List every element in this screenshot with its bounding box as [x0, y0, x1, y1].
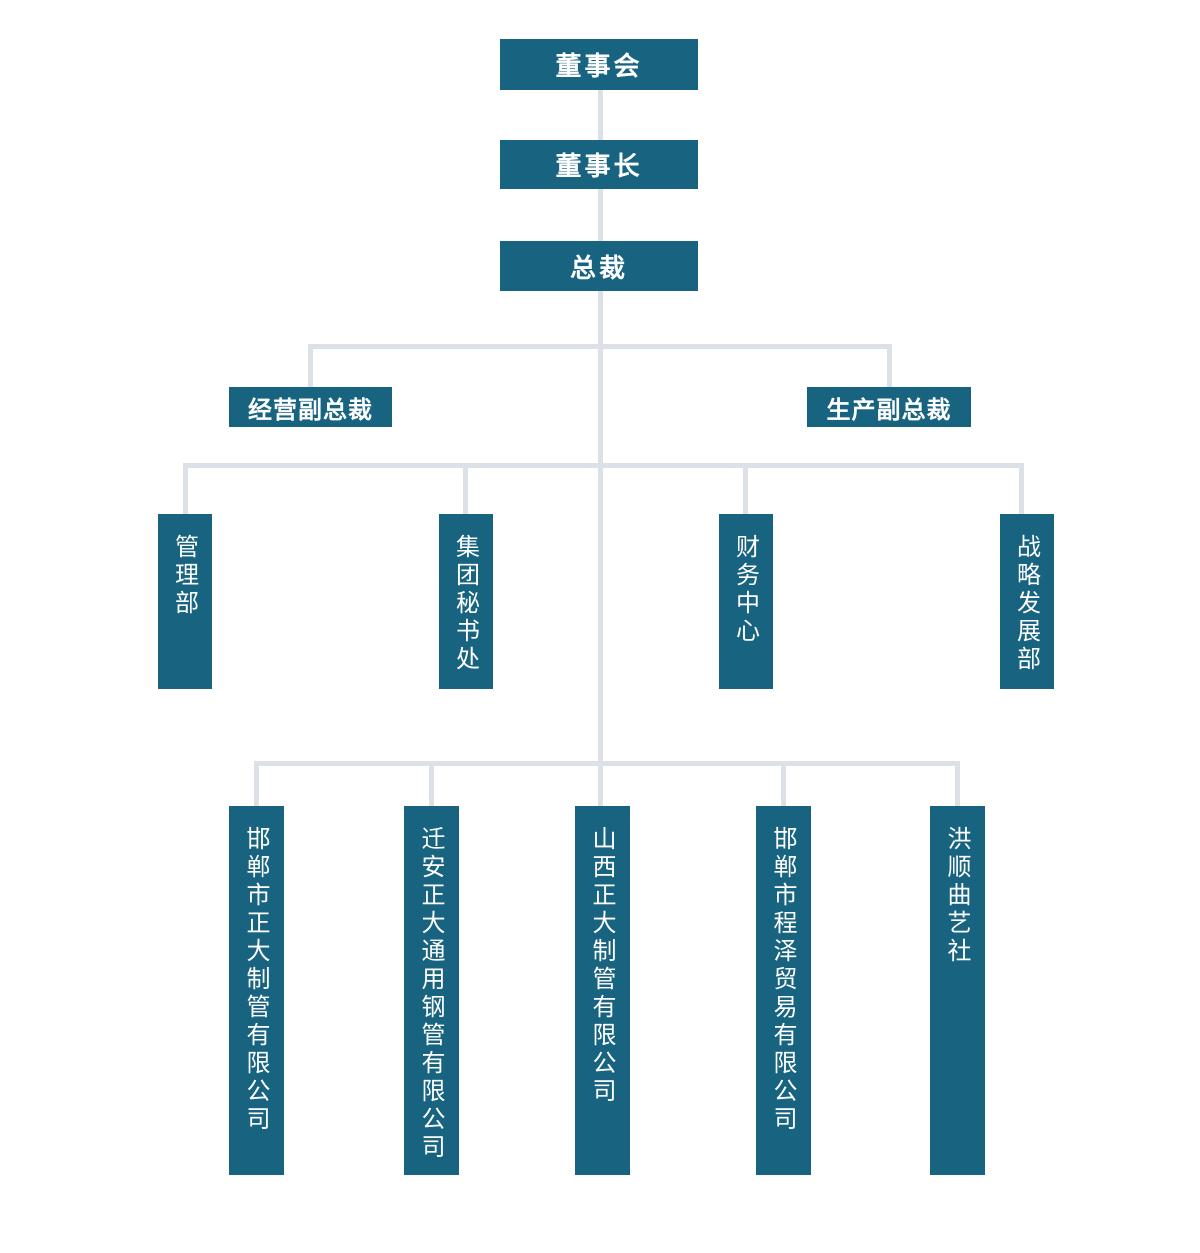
connector-hline-subsidiary-level — [254, 761, 960, 766]
connector-vline-dept-strategy — [1019, 463, 1024, 514]
connector-vline-chairman-president — [598, 189, 603, 241]
connector-vline-sub-1 — [254, 761, 259, 806]
org-node-label: 山西正大制管有限公司 — [588, 826, 616, 1106]
org-node-president: 总裁 — [500, 241, 698, 291]
org-node-label: 洪顺曲艺社 — [943, 826, 971, 966]
org-node-label: 总裁 — [569, 253, 628, 284]
org-node-label: 集团秘书处 — [451, 534, 480, 674]
org-node-label: 财务中心 — [731, 534, 760, 646]
connector-vline-vp-production — [887, 344, 892, 387]
org-node-chairman: 董事长 — [500, 140, 698, 189]
org-node-label: 董事会 — [555, 52, 643, 82]
org-node-label: 董事长 — [555, 152, 643, 182]
org-node-vp-production: 生产副总裁 — [807, 387, 971, 427]
connector-vline-dept-finance — [743, 463, 748, 514]
org-node-label: 邯郸市正大制管有限公司 — [242, 826, 270, 1134]
org-node-subsidiary-handan-zhengda: 邯郸市正大制管有限公司 — [229, 806, 284, 1175]
connector-vline-board-chairman — [598, 90, 603, 140]
org-node-label: 战略发展部 — [1012, 534, 1041, 674]
connector-vline-sub-5 — [955, 761, 960, 806]
org-node-vp-operations: 经营副总裁 — [229, 387, 392, 427]
org-node-dept-secretariat: 集团秘书处 — [439, 514, 493, 689]
org-node-board: 董事会 — [500, 39, 698, 90]
connector-vline-center-trunk — [598, 291, 603, 806]
connector-vline-vp-operations — [308, 344, 313, 387]
connector-vline-dept-secretariat — [463, 463, 468, 514]
org-node-label: 邯郸市程泽贸易有限公司 — [769, 826, 797, 1134]
org-node-subsidiary-hongshun-quyishe: 洪顺曲艺社 — [930, 806, 985, 1175]
org-node-subsidiary-qianan-zhengda: 迁安正大通用钢管有限公司 — [404, 806, 459, 1175]
org-node-dept-strategy: 战略发展部 — [1000, 514, 1054, 689]
org-node-label: 生产副总裁 — [826, 394, 952, 424]
org-node-dept-finance: 财务中心 — [719, 514, 773, 689]
org-node-subsidiary-shanxi-zhengda: 山西正大制管有限公司 — [575, 806, 630, 1175]
org-node-label: 迁安正大通用钢管有限公司 — [417, 826, 445, 1162]
org-node-label: 管理部 — [170, 534, 199, 618]
connector-vline-dept-management — [183, 463, 188, 514]
org-node-subsidiary-handan-chengze: 邯郸市程泽贸易有限公司 — [756, 806, 811, 1175]
connector-vline-sub-4 — [781, 761, 786, 806]
org-node-dept-management: 管理部 — [158, 514, 212, 689]
org-node-label: 经营副总裁 — [248, 394, 373, 424]
connector-hline-dept-level — [183, 463, 1024, 468]
connector-hline-vp-level — [308, 344, 892, 349]
connector-vline-sub-2 — [429, 761, 434, 806]
